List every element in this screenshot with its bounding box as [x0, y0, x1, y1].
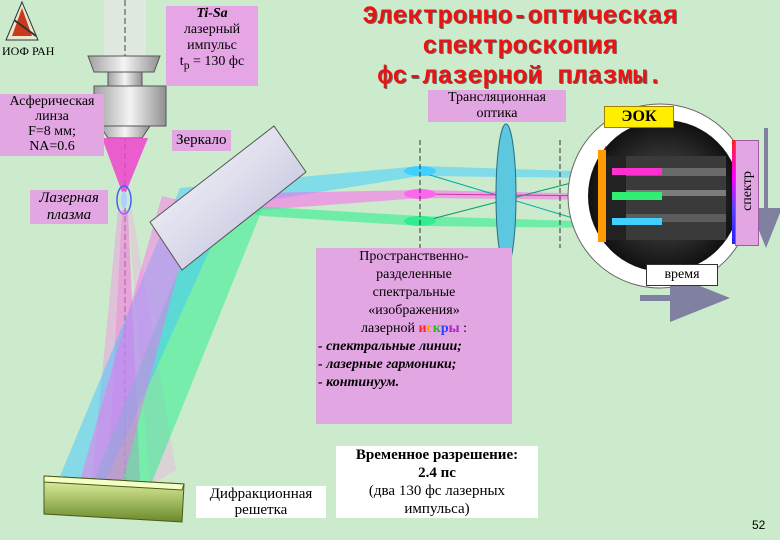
diffraction-grating — [43, 475, 185, 523]
images-line-5: лазерной искры : — [316, 320, 512, 338]
images-line-3: спектральные — [372, 285, 456, 300]
page-number: 52 — [752, 518, 766, 532]
tisa-line-1: Ti-Sa — [196, 6, 228, 21]
lens-line-1: Асферическая — [9, 94, 95, 109]
relay-lens — [495, 123, 517, 269]
spark-letter-1: и — [418, 321, 427, 336]
images-bullet-2: - лазерные гармоники; — [318, 357, 457, 372]
tisa-line-4-sub: p — [183, 58, 190, 72]
tisa-line-2: лазерный — [183, 22, 241, 37]
relay-line-1: Трансляционная — [448, 90, 546, 105]
logo — [5, 0, 39, 41]
resolution-line-2: 2.4 пс — [418, 465, 456, 481]
time-label: время — [646, 264, 718, 286]
tisa-pulse-label: Ti-Sa лазерный импульс tp = 130 фс — [166, 6, 258, 86]
images-bullet-3: - континуум. — [318, 375, 400, 390]
laser-plasma — [116, 185, 132, 215]
spark-letter-4: р — [440, 321, 449, 336]
spectrum-label: спектр — [740, 171, 755, 211]
lens-line-4: NA=0.6 — [29, 139, 75, 154]
images-bullet-1: - спектральные линии; — [318, 339, 462, 354]
images-line-1: Пространственно- — [359, 249, 469, 264]
grating-line-1: Дифракционная — [209, 486, 313, 502]
spectral-images-description: Пространственно- разделенные спектральны… — [316, 248, 512, 424]
mirror — [149, 125, 307, 271]
images-line-4: «изображения» — [368, 303, 460, 318]
spark-letter-3: к — [432, 321, 441, 336]
resolution-line-1: Временное разрешение: — [355, 447, 519, 463]
title-line-2: фс-лазерной плазмы. — [377, 62, 663, 91]
spectrum-label-box: спектр — [735, 140, 759, 246]
plasma-line-2: плазма — [46, 207, 92, 223]
relay-optics-label: Трансляционная оптика — [428, 90, 566, 122]
time-resolution-label: Временное разрешение: 2.4 пс (два 130 фс… — [336, 446, 538, 518]
eok-label: ЭОК — [604, 106, 674, 128]
plasma-line-1: Лазерная — [39, 190, 99, 206]
page-title: Электронно-оптическая спектроскопия фс-л… — [260, 2, 780, 92]
lens-label: Асферическая линза F=8 мм; NA=0.6 — [0, 94, 104, 156]
images-line-2: разделенные — [376, 267, 452, 282]
tisa-line-4-tail: = 130 фс — [189, 54, 245, 69]
images-line-5-end: : — [459, 321, 467, 336]
spark-letter-2: с — [426, 321, 433, 336]
resolution-line-3: (два 130 фс лазерных — [368, 483, 506, 499]
lens-line-3: F=8 мм; — [28, 124, 76, 139]
tisa-line-3: импульс — [187, 38, 237, 53]
mirror-label: Зеркало — [172, 130, 231, 151]
logo-label: ИОФ РАН — [2, 44, 55, 58]
tisa-line-4: t — [179, 54, 184, 69]
title-line-1: Электронно-оптическая спектроскопия — [362, 2, 678, 61]
plasma-label: Лазерная плазма — [30, 190, 108, 224]
images-line-5-start: лазерной — [361, 321, 419, 336]
spark-letter-5: ы — [448, 321, 460, 336]
relay-line-2: оптика — [476, 106, 518, 121]
streak-camera-screen — [567, 103, 753, 289]
grating-label: Дифракционная решетка — [196, 486, 326, 518]
lens-line-2: линза — [35, 109, 69, 124]
resolution-line-4: импульса) — [404, 501, 470, 517]
grating-line-2: решетка — [234, 502, 288, 518]
